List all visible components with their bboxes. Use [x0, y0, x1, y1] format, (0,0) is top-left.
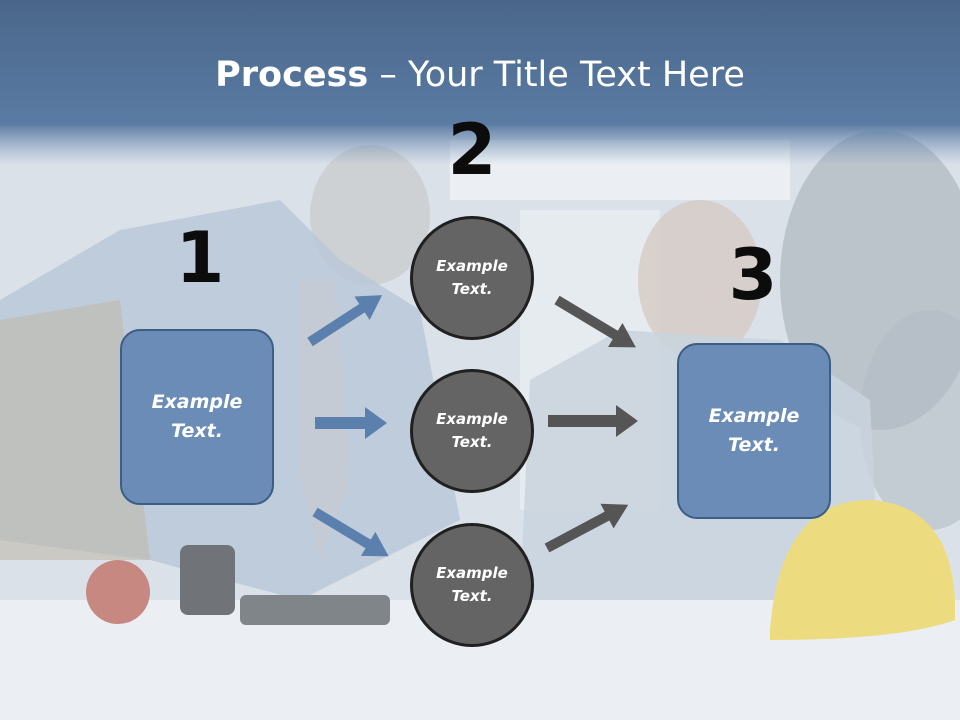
step-1-label-line1: Example	[151, 391, 243, 413]
arrow-1-to-middle	[315, 407, 387, 439]
step-1-label-line2: Text.	[171, 420, 223, 442]
circle-top-label-line1: Example	[436, 257, 508, 275]
arrow-middle-to-3	[548, 405, 638, 437]
circle-middle-label-line2: Text.	[451, 433, 493, 451]
step-number-3: 3	[728, 234, 778, 316]
arrow-1-to-bottom	[312, 507, 389, 557]
arrow-1-to-top	[307, 295, 383, 347]
step-number-1: 1	[175, 217, 225, 299]
slide-title: Process – Your Title Text Here	[0, 52, 960, 98]
step-3-label-line2: Text.	[728, 434, 780, 456]
arrow-bottom-to-3	[544, 503, 629, 553]
title-rest: – Your Title Text Here	[368, 55, 745, 95]
step-3-label-line1: Example	[708, 405, 800, 427]
arrow-top-to-3	[554, 295, 636, 348]
circle-top-label-line2: Text.	[451, 280, 493, 298]
step-number-2: 2	[447, 109, 497, 191]
circle-middle-label-line1: Example	[436, 410, 508, 428]
title-bold: Process	[215, 55, 369, 95]
circle-bottom-label-line1: Example	[436, 564, 508, 582]
circle-bottom-label-line2: Text.	[451, 587, 493, 605]
